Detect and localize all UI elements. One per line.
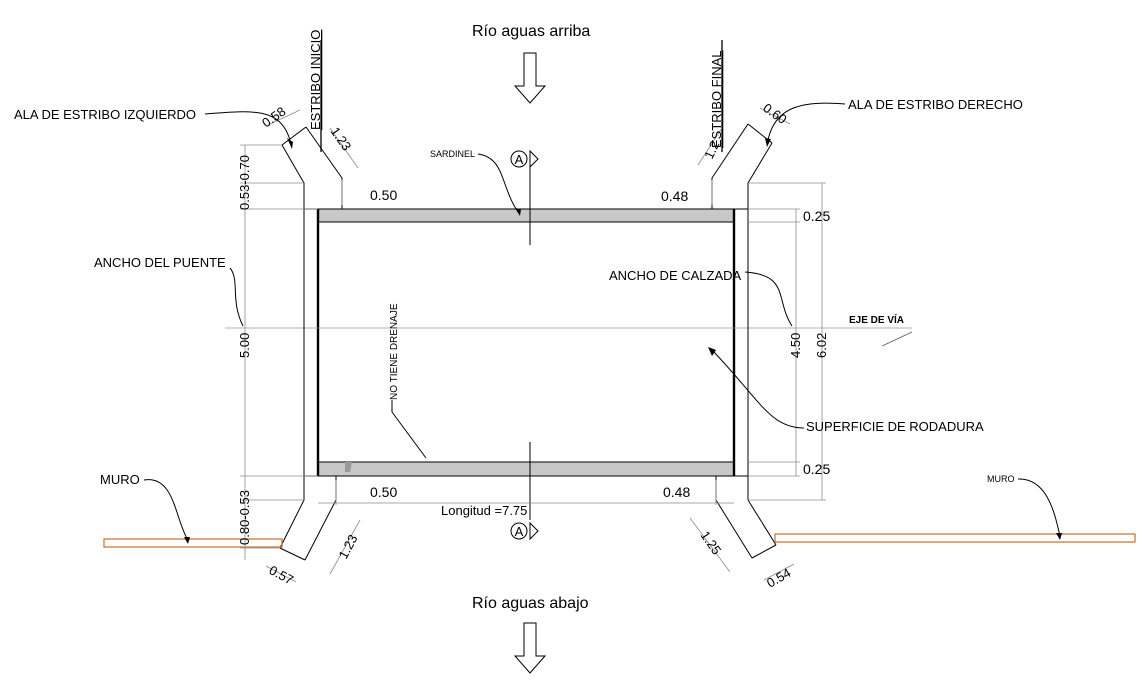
dim-wing-bl [329, 519, 361, 575]
dim-wing-tr [697, 127, 723, 166]
muro-left [103, 538, 283, 548]
leader-ala-der [767, 102, 846, 141]
dim-wing-br [689, 517, 731, 573]
road-axis-slash [881, 331, 913, 347]
leader-superficie-head [708, 347, 716, 356]
dim-ala-bl-w: 0.57 [267, 562, 296, 587]
flow-arrow-bottom [513, 622, 547, 674]
label-eje-via: EJE DE VÍA [849, 313, 904, 326]
label-ala-izquierdo: ALA DE ESTRIBO IZQUIERDO [14, 107, 196, 122]
svg-text:A: A [515, 152, 524, 167]
dim-top-left: 0.50 [370, 187, 397, 203]
muro-right [774, 533, 1136, 543]
label-ala-derecho: ALA DE ESTRIBO DERECHO [848, 97, 1023, 112]
dim-wing-bl-w [265, 565, 297, 583]
dim-ala-tr-l: 1.2 [701, 139, 722, 162]
right-abutment [747, 142, 777, 546]
label-rio-abajo: Río aguas abajo [472, 595, 589, 612]
dim-wing-tr-w [759, 107, 791, 125]
dim-bot-right: 0.48 [663, 484, 690, 500]
section-mark-bottom: A [510, 521, 539, 541]
dim-sard-bot: 0.25 [803, 461, 830, 477]
label-sardinel: SARDINEL [430, 149, 475, 159]
leader-sardinel [477, 153, 519, 213]
label-ancho-puente: ANCHO DEL PUENTE [94, 255, 226, 270]
dim-left-mid: 5.00 [237, 333, 252, 358]
leader-no-drenaje [391, 400, 427, 459]
dim-ala-br-l: 1.25 [698, 528, 725, 557]
right-wing-bottom-end [751, 544, 777, 559]
leader-muro-right [1017, 478, 1061, 537]
leader-ancho-calzada [744, 271, 793, 327]
dim-sard-top: 0.25 [803, 208, 830, 224]
label-ancho-calzada: ANCHO DE CALZADA [609, 268, 742, 283]
leader-sardinel-head [515, 208, 521, 216]
drain-marker [345, 462, 352, 472]
dim-total: 6.02 [814, 333, 829, 358]
label-superficie: SUPERFICIE DE RODADURA [806, 419, 984, 434]
label-muro-left: MURO [100, 472, 140, 487]
label-estribo-final: ESTRIBO FINAL [709, 50, 724, 148]
leader-superficie [711, 349, 805, 429]
dim-ala-br-w: 0.54 [764, 565, 793, 591]
dim-wing-br-w [763, 563, 795, 581]
left-wing-top-end [281, 126, 307, 146]
leader-ancho-puente [229, 267, 244, 327]
dim-calzada: 4.50 [788, 333, 803, 358]
dim-ala-tl-l: 1.23 [328, 124, 355, 153]
dim-wing-tl [329, 127, 359, 169]
leader-muro-left-head [184, 537, 190, 544]
label-estribo-inicio: ESTRIBO INICIO [308, 30, 323, 130]
left-abutment-inner-bottom [304, 476, 337, 561]
leader-ala-izq [204, 111, 291, 141]
label-no-drenaje: NO TIENE DRENAJE [389, 303, 400, 400]
sardinel-top [317, 208, 735, 223]
flow-arrow-top [513, 52, 547, 104]
left-abutment [279, 144, 305, 549]
leader-ala-izq-head [287, 138, 293, 149]
left-wing-bottom-end [279, 547, 306, 561]
leader-muro-left [143, 479, 189, 541]
svg-text:A: A [515, 524, 524, 539]
dim-left-top: 0.53-0.70 [237, 155, 252, 210]
label-longitud: Longitud =7.75 [441, 503, 527, 518]
leader-ala-der-head [765, 138, 771, 147]
sardinel-bottom [317, 461, 735, 477]
section-mark-top: A [510, 149, 539, 169]
dim-wing-tl-w [267, 109, 301, 126]
dim-top-right: 0.48 [661, 188, 688, 204]
dim-ala-bl-l: 1.23 [335, 532, 360, 561]
dim-left-bot: 0.80-0.53 [237, 490, 252, 545]
label-muro-right: MURO [987, 474, 1015, 484]
dim-bot-left: 0.50 [370, 484, 397, 500]
label-rio-arriba: Río aguas arriba [472, 23, 590, 40]
leader-muro-right-head [1056, 533, 1062, 540]
